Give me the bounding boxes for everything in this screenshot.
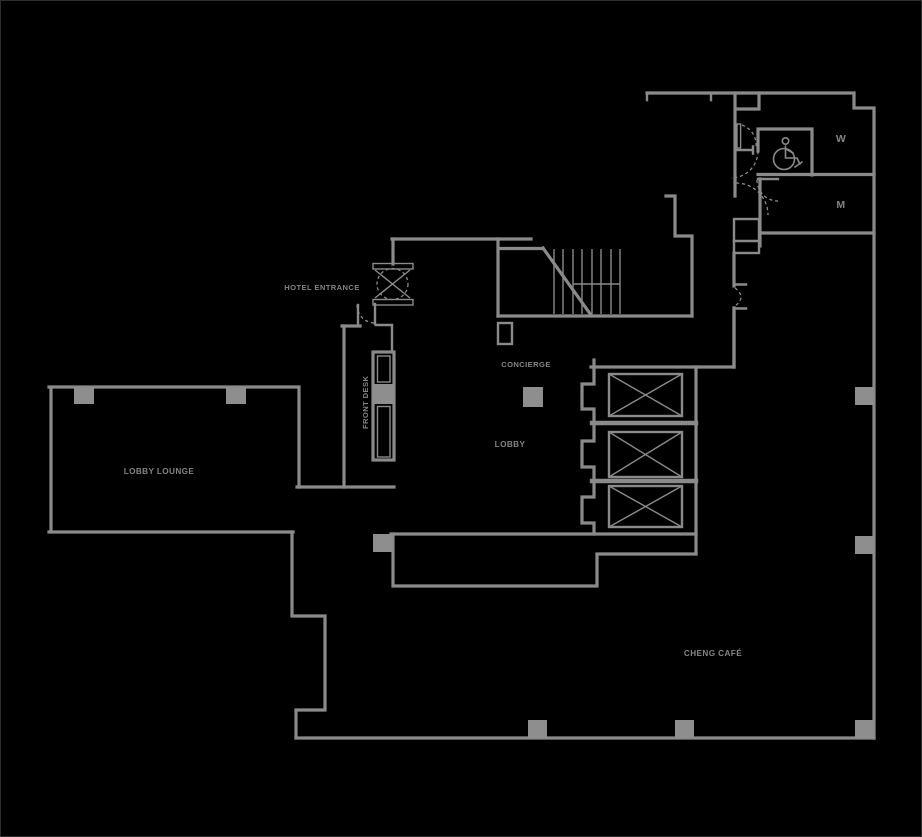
concierge-desk (496, 321, 514, 346)
label-cheng-cafe: CHENG CAFÉ (684, 648, 742, 658)
elevator-cab (607, 372, 684, 418)
door-arc-w-vestibule (741, 124, 757, 148)
outer-walls (290, 91, 876, 740)
stair-treads (553, 249, 621, 314)
elevator-cab (607, 484, 684, 529)
column (74, 387, 94, 404)
column (373, 534, 392, 552)
hotel-entrance-revolving-door (372, 262, 414, 306)
label-front-desk: FRONT DESK (361, 376, 370, 429)
restrooms (733, 91, 876, 248)
door-arc-entrance-side (356, 304, 376, 324)
elevator-shaft (389, 306, 736, 556)
column (855, 536, 873, 554)
column (226, 387, 246, 404)
column (675, 720, 694, 738)
columns (74, 387, 873, 738)
label-restroom-w: W (836, 133, 846, 145)
label-lobby-lounge: LOBBY LOUNGE (124, 467, 195, 476)
column (855, 720, 873, 738)
door-leaf (736, 123, 742, 149)
door-arc-accessible-wc (730, 150, 759, 179)
label-lobby: LOBBY (495, 440, 526, 449)
entrance-side-walls (295, 302, 396, 489)
corridor-walls (732, 217, 761, 369)
door-swing-arcs (356, 124, 779, 324)
label-hotel-entrance: HOTEL ENTRANCE (284, 283, 360, 292)
wheelchair-accessible-icon (772, 137, 803, 171)
door-arc-corridor-top (735, 182, 769, 216)
label-restroom-m: M (836, 199, 845, 211)
stairs (390, 194, 694, 318)
lobby-lounge-walls (47, 385, 301, 534)
column (528, 720, 547, 738)
door-arc-mens (756, 179, 779, 202)
labels: HOTEL ENTRANCE FRONT DESK CONCIERGE LOBB… (124, 133, 846, 658)
elevator-cab (607, 430, 684, 479)
column (523, 387, 543, 407)
column (855, 387, 873, 405)
stair-break-line (540, 245, 594, 318)
label-concierge: CONCIERGE (501, 360, 551, 369)
door-arc-corridor-bottom (734, 287, 742, 307)
front-desk (371, 350, 396, 462)
lobby-south-walls (391, 532, 698, 588)
